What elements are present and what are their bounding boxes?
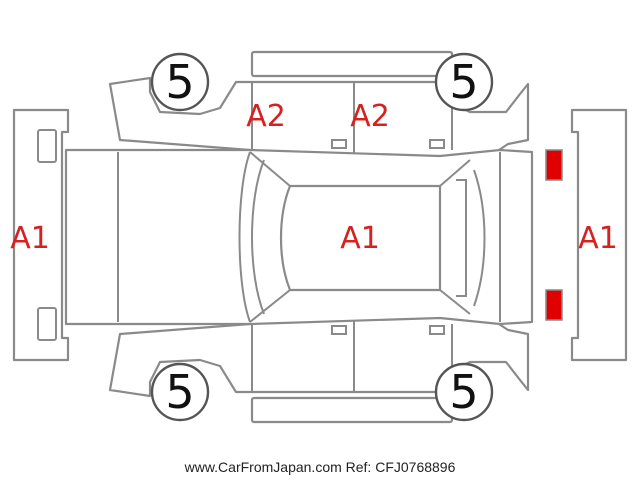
tire-front-left-label: 5: [165, 55, 194, 109]
damage-rear-door-upper: A2: [350, 99, 390, 134]
damage-rear-bumper: A1: [578, 221, 618, 256]
rear-lamp-bottom: [545, 289, 563, 321]
tire-rear-left-label: 5: [165, 365, 194, 419]
damage-front-bumper: A1: [10, 221, 50, 256]
tire-rear-right-label: 5: [449, 365, 478, 419]
rear-lamp-top: [545, 149, 563, 181]
tire-rear-right: 5: [434, 362, 494, 422]
footer-reference: www.CarFromJapan.com Ref: CFJ0768896: [184, 459, 456, 475]
rear-bumper: [570, 108, 628, 362]
tire-front-left: 5: [150, 52, 210, 112]
car-body-top-view: [64, 148, 534, 326]
damage-roof: A1: [340, 221, 380, 256]
upper-side-panel: [108, 50, 530, 178]
tire-front-right: 5: [434, 52, 494, 112]
damage-front-door-upper: A2: [246, 99, 286, 134]
tire-rear-left: 5: [150, 362, 210, 422]
front-bumper: [12, 108, 70, 362]
tire-front-right-label: 5: [449, 55, 478, 109]
